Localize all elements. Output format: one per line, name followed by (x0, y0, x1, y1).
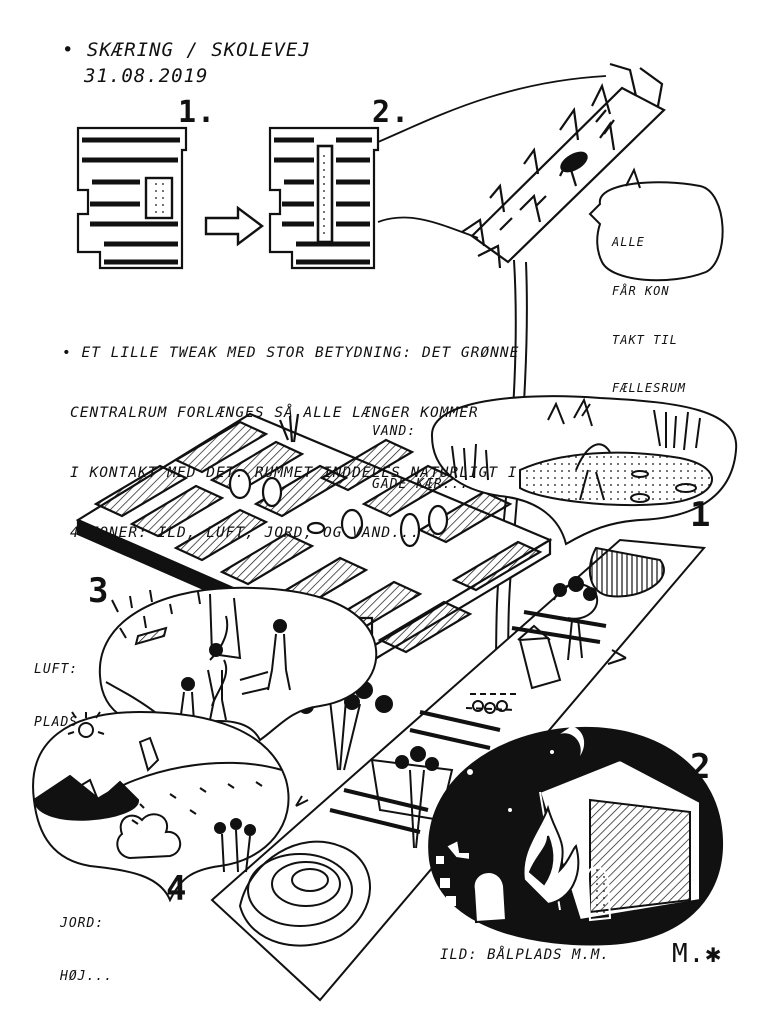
description-line: 4 ZONER: ILD, LUFT, JORD, OG VAND... (70, 525, 421, 541)
speech-bubble-line: FÅR KON (612, 283, 670, 298)
zoomed-central-strip (461, 62, 666, 269)
sketch-date: 31.08.2019 (84, 65, 209, 87)
zone-vand-label: VAND: GADE KÆR... (372, 388, 469, 511)
zone-jord-label-line: JORD: (60, 916, 105, 932)
speech-bubble-text: ALLE FÅR KON TAKT TIL FÆLLESRUM (612, 202, 686, 412)
zone-ild-number: 2 (690, 747, 712, 787)
plan-diagram-2 (268, 126, 380, 270)
description-line: CENTRALRUM FORLÆNGES SÅ ALLE LÆNGER KOMM… (70, 405, 479, 421)
zone-luft-label-line: PLADS (34, 714, 79, 730)
zone-jord-label: JORD: HØJ... (60, 880, 113, 1003)
zone-vand-number: 1 (690, 495, 712, 535)
zone-vand-vignette (430, 395, 738, 546)
speech-bubble-line: ALLE (612, 235, 645, 250)
zone-ild-vignette (428, 726, 724, 946)
description-line: I KONTAKT MED DET. RUMMET INDDELES NATUR… (70, 465, 518, 481)
speech-bubble-line: FÆLLESRUM (612, 381, 687, 396)
zone-luft-label-line: LUFT: (34, 662, 79, 678)
zone-jord-vignette (32, 710, 290, 903)
page-title: • SKÆRING / SKOLEVEJ (62, 39, 311, 61)
central-garden-strip (210, 538, 707, 1002)
zone-luft-number: 3 (88, 571, 110, 611)
step-label-1: 1. (178, 95, 217, 130)
zone-vand-label-line: GADE KÆR... (372, 476, 470, 492)
zone-vand-label-line: VAND: (372, 424, 417, 440)
description-text: • ET LILLE TWEAK MED STOR BETYDNING: DET… (62, 303, 519, 563)
step-label-2: 2. (372, 95, 411, 130)
speech-bubble (588, 181, 724, 282)
zone-luft-label: LUFT: PLADS (34, 626, 78, 749)
plan-diagram-1 (76, 126, 188, 270)
speech-bubble-line: TAKT TIL (612, 332, 678, 347)
zone-jord-number: 4 (166, 869, 188, 909)
arrow-icon (204, 205, 264, 247)
zone-ild-label: ILD: BÅLPLADS M.M. (440, 947, 610, 963)
housing-block-isometric (75, 412, 553, 664)
description-line: • ET LILLE TWEAK MED STOR BETYDNING: DET… (62, 345, 520, 361)
artist-signature: M.✱ (672, 939, 722, 969)
zone-jord-label-line: HØJ... (60, 968, 113, 984)
